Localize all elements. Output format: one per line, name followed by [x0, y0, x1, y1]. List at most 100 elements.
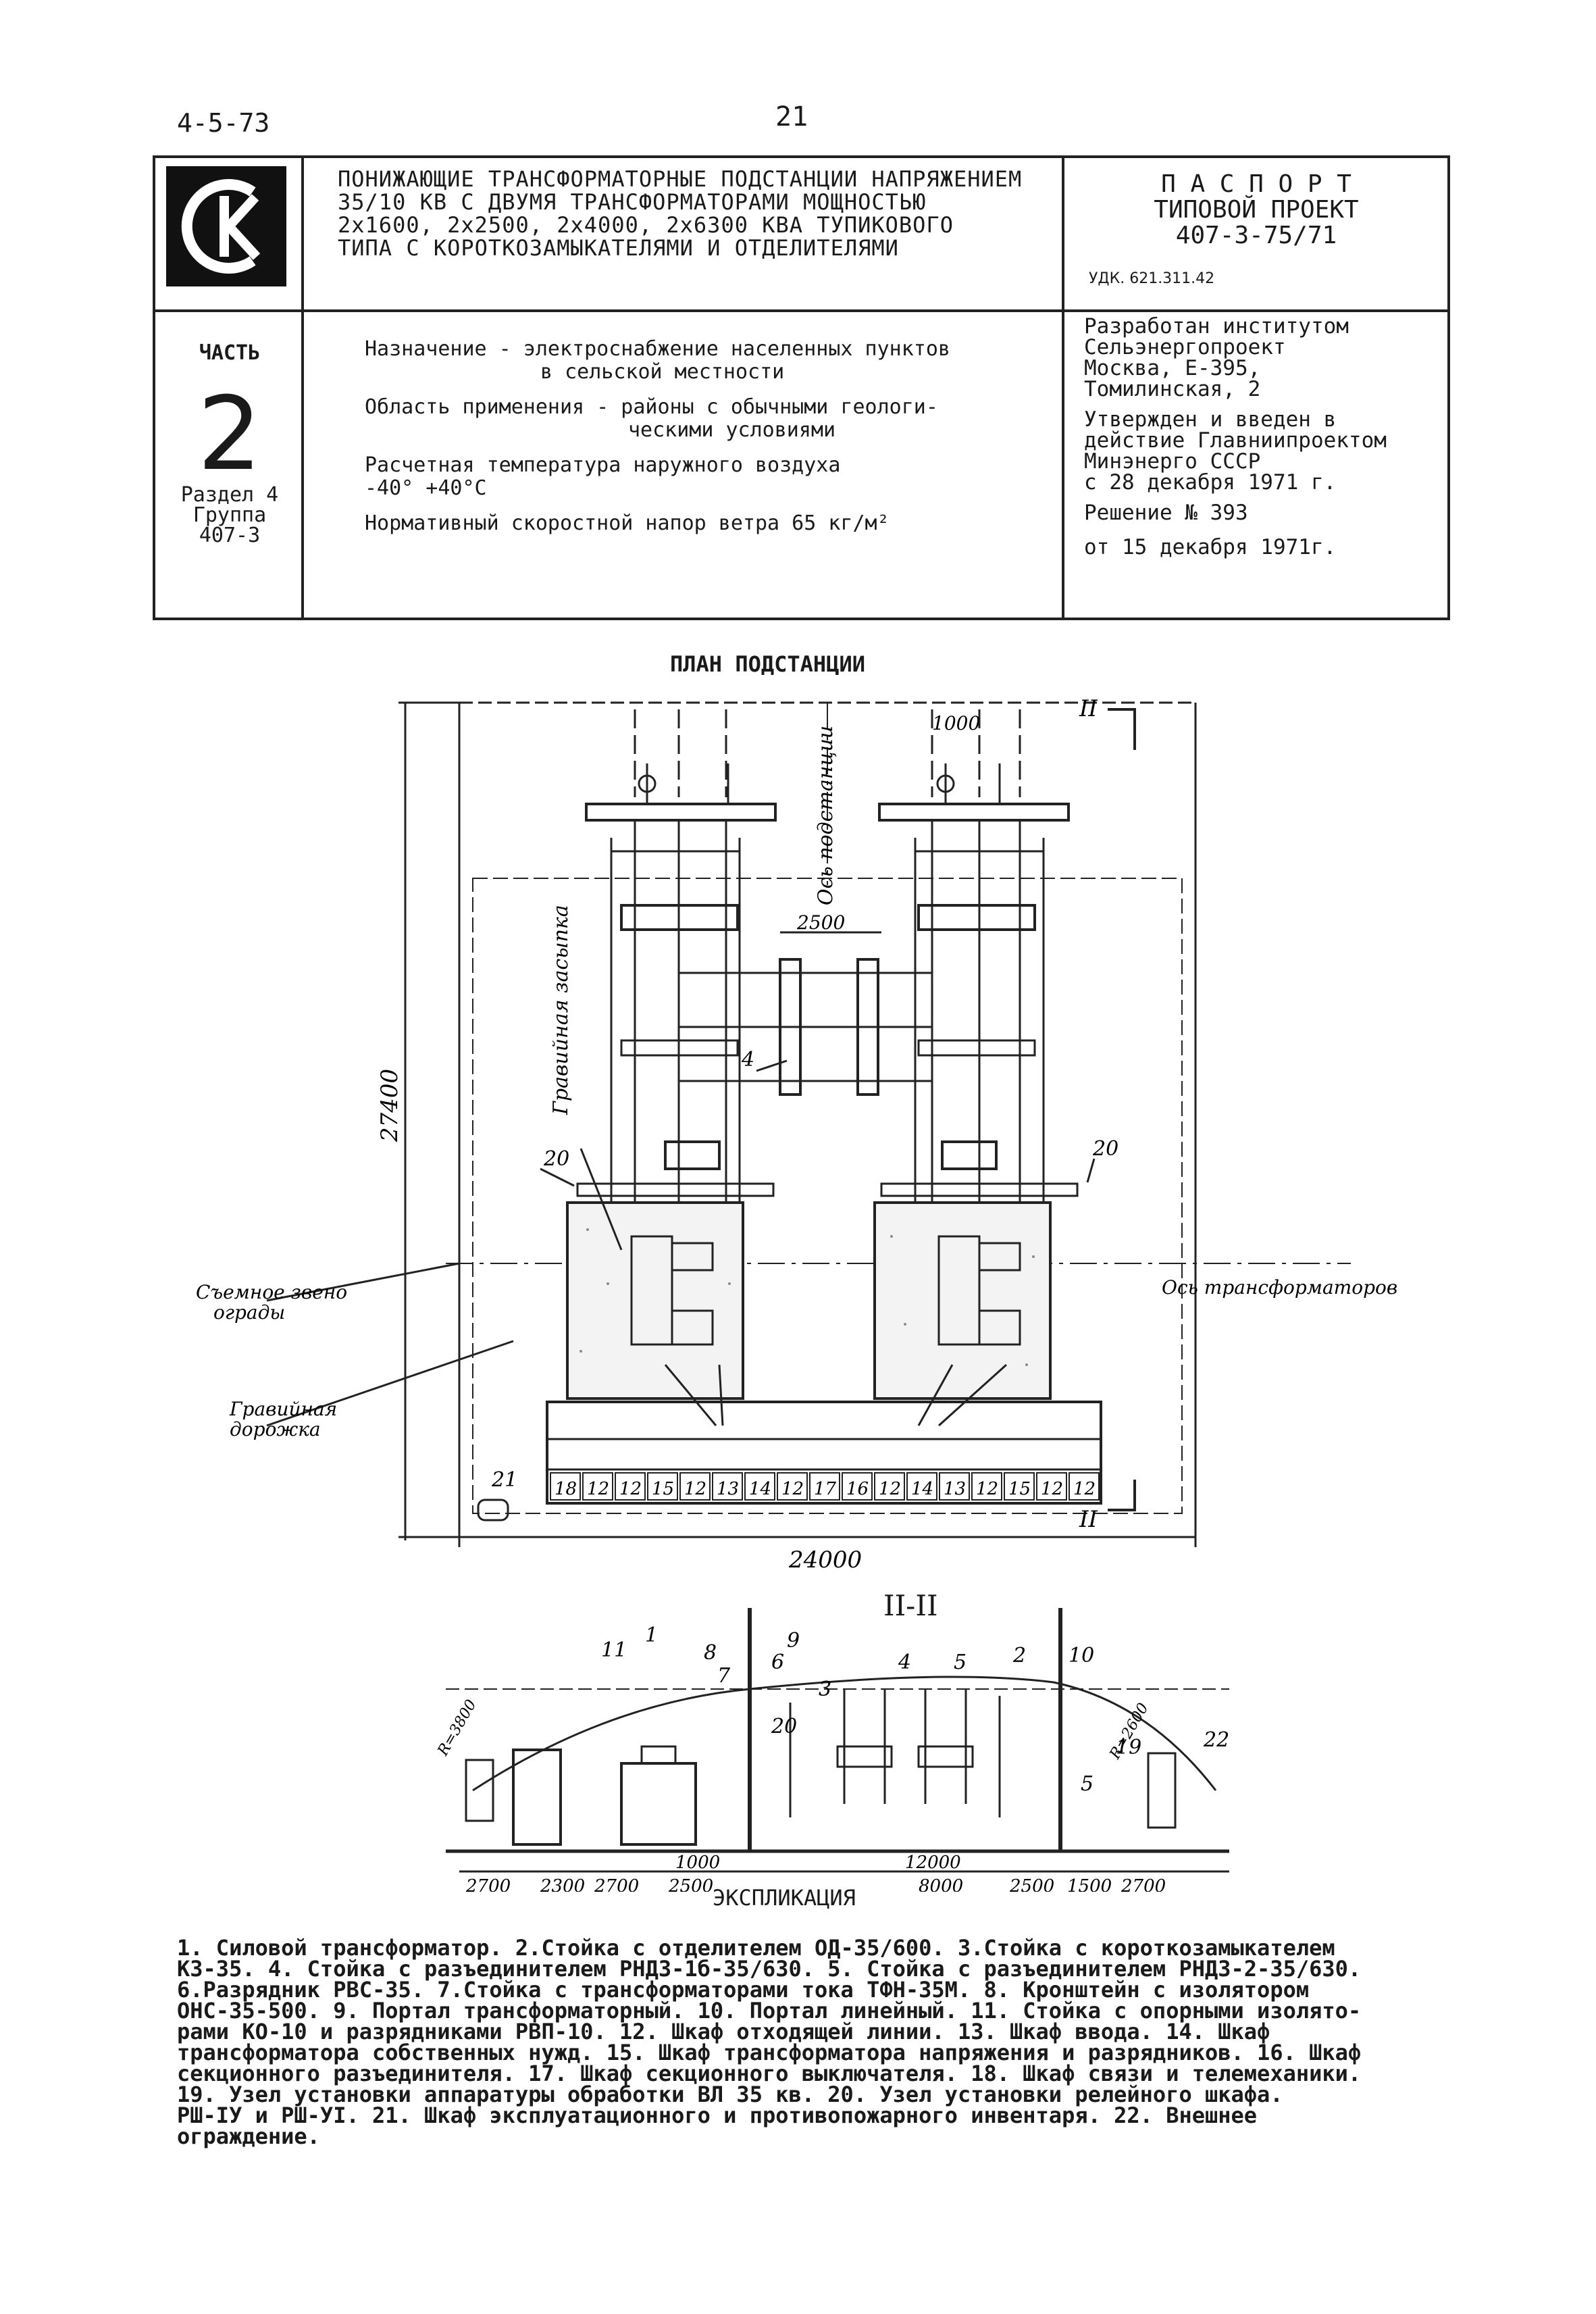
section-dimension: 2700 — [465, 1876, 511, 1892]
removable-link-label: Съемное звено — [196, 1281, 347, 1303]
plan-title: ПЛАН ПОДСТАНЦИИ — [670, 651, 865, 677]
explication-line: трансформатора собственных нужд. 15. Шка… — [177, 2040, 1362, 2065]
temp-line: -40° +40°С — [365, 476, 487, 500]
title-line: 35/10 КВ С ДВУМЯ ТРАНСФОРМАТОРАМИ МОЩНОС… — [338, 189, 927, 215]
dev-line: Сельэнергопроект — [1084, 335, 1286, 359]
cabinet-number: 16 — [846, 1479, 869, 1499]
explication-line: КЗ-35. 4. Стойка с разъединителем РНДЗ-1… — [177, 1956, 1362, 1982]
document-code: 4-5-73 — [177, 108, 270, 138]
area-line: ческими условиями — [628, 418, 836, 442]
gravel-path-label: Гравийная — [229, 1398, 337, 1420]
explication-line: ограждение. — [177, 2123, 320, 2149]
section-callout-19: 19 — [1116, 1736, 1141, 1759]
dev-line: Томилинская, 2 — [1084, 377, 1261, 401]
cabinet-number: 12 — [1073, 1479, 1096, 1499]
project-type: ТИПОВОЙ ПРОЕКТ — [1154, 196, 1359, 224]
section-callout-3: 3 — [819, 1678, 831, 1701]
section-callout-22: 22 — [1203, 1728, 1229, 1752]
callout-21: 21 — [491, 1468, 517, 1492]
cabinet-cell — [615, 1472, 646, 1501]
cabinet-cell — [842, 1472, 873, 1501]
cabinet-cell — [679, 1472, 711, 1501]
substation-plan-drawing: 27400 24000 1000 2500 Ось подстанции Гра… — [196, 695, 1397, 1574]
dim-1000: 1000 — [675, 1853, 720, 1873]
dev-line: Решение № 393 — [1084, 501, 1248, 525]
dev-line: с 28 декабря 1971 г. — [1084, 470, 1337, 495]
wind-line: Нормативный скоростной напор ветра 65 кг… — [365, 511, 890, 535]
explication-line: рами КО-10 и разрядниками РВП-10. 12. Шк… — [177, 2019, 1270, 2044]
section-callout-8: 8 — [704, 1641, 717, 1665]
substation-axis-label: Ось подстанции — [814, 726, 838, 905]
part-block: ЧАСТЬ 2 Раздел 4 Группа 407-3 — [162, 341, 297, 546]
title-table — [153, 155, 1450, 620]
dev-line: действие Главниипроектом — [1084, 428, 1387, 453]
section-title: II-II — [883, 1589, 938, 1622]
title-line: ТИПА С КОРОТКОЗАМЫКАТЕЛЯМИ И ОТДЕЛИТЕЛЯМ… — [338, 235, 899, 261]
width-dimension-label: 24000 — [788, 1546, 862, 1574]
cabinet-cell — [712, 1472, 743, 1501]
cabinet-number: 15 — [1008, 1479, 1031, 1499]
explication-line: 19. Узел установки аппаратуры обработки … — [177, 2082, 1283, 2107]
section-mark-bottom: II — [1079, 1506, 1098, 1533]
temp-line: Расчетная температура наружного воздуха — [365, 453, 841, 477]
part-label: ЧАСТЬ — [199, 341, 261, 365]
cabinet-number: 12 — [684, 1479, 706, 1499]
part-group: Группа — [192, 503, 267, 527]
cabinet-number: 14 — [911, 1479, 933, 1499]
cabinet-number: 15 — [652, 1479, 674, 1499]
section-callout-1: 1 — [645, 1624, 658, 1647]
title-line: 2x1600, 2x2500, 2x4000, 2x6300 КВА ТУПИК… — [338, 212, 954, 238]
cabinet-cell — [906, 1472, 937, 1501]
section-dimension: 2500 — [668, 1876, 713, 1892]
cabinet-cell — [647, 1472, 678, 1501]
dev-line: Москва, Е-395, — [1084, 356, 1261, 380]
section-callout-4: 4 — [898, 1651, 911, 1674]
section-callout-5b: 5 — [1081, 1772, 1093, 1796]
cabinet-number: 12 — [976, 1479, 998, 1499]
dim-2500-label: 2500 — [796, 911, 845, 934]
section-dimension: 1500 — [1067, 1876, 1112, 1892]
title-line: ПОНИЖАЮЩИЕ ТРАНСФОРМАТОРНЫЕ ПОДСТАНЦИИ Н… — [338, 166, 1023, 192]
cabinet-number: 18 — [555, 1479, 577, 1499]
section-callout-9: 9 — [787, 1629, 800, 1653]
cabinet-cell — [874, 1472, 905, 1501]
cabinet-cell — [939, 1472, 970, 1501]
cabinet-number: 12 — [781, 1479, 804, 1499]
section-callout-7: 7 — [717, 1664, 731, 1688]
part-group-code: 407-3 — [199, 524, 261, 547]
section-dimension: 8000 — [919, 1876, 963, 1892]
project-title: ПОНИЖАЮЩИЕ ТРАНСФОРМАТОРНЫЕ ПОДСТАНЦИИ Н… — [338, 168, 1040, 259]
purpose-block: Назначение - электроснабжение населенных… — [365, 338, 1060, 547]
area-line: Область применения - районы с обычными г… — [365, 395, 938, 419]
section-callout-5: 5 — [954, 1651, 967, 1674]
explication-title: ЭКСПЛИКАЦИЯ — [713, 1885, 856, 1911]
cabinet-cell — [971, 1472, 1002, 1501]
passport-title: П А С П О Р Т — [1161, 170, 1352, 198]
cabinet-cell — [809, 1472, 840, 1501]
udk-code: УДК. 621.311.42 — [1089, 270, 1215, 287]
project-number: 407-3-75/71 — [1175, 222, 1337, 249]
dev-line: Разработан институтом — [1084, 314, 1349, 338]
explication-line: ОНС-35-500. 9. Портал трансформаторный. … — [177, 1998, 1362, 2023]
dim-1000-label: 1000 — [932, 712, 980, 734]
dev-line: Минэнерго СССР — [1084, 449, 1261, 474]
section-mark-top: II — [1079, 695, 1098, 722]
cabinet-number: 12 — [587, 1479, 609, 1499]
cabinet-number: 13 — [944, 1479, 966, 1499]
removable-link-label-2: ограды — [213, 1301, 285, 1324]
cabinet-number: 12 — [619, 1479, 642, 1499]
ck-logo-icon — [166, 166, 286, 286]
cabinet-cell — [744, 1472, 775, 1501]
cabinet-number: 12 — [879, 1479, 901, 1499]
gravel-fill-label: Гравийная засыпка — [549, 905, 573, 1115]
explication-line: 1. Силовой трансформатор. 2.Стойка с отд… — [177, 1935, 1335, 1961]
section-drawing: 1 11 8 9 6 7 20 3 4 5 2 10 19 5 22 R=380… — [434, 1608, 1229, 1892]
explication-list: 1. Силовой трансформатор. 2.Стойка с отд… — [177, 1935, 1433, 2149]
explication-line: 6.Разрядник РВС-35. 7.Стойка с трансформ… — [177, 1977, 1310, 2003]
cabinet-cell — [1069, 1472, 1100, 1501]
cabinet-number: 17 — [814, 1479, 837, 1499]
developer-block: Разработан институтом Сельэнергопроект М… — [1084, 316, 1435, 558]
cabinet-number: 14 — [749, 1479, 771, 1499]
